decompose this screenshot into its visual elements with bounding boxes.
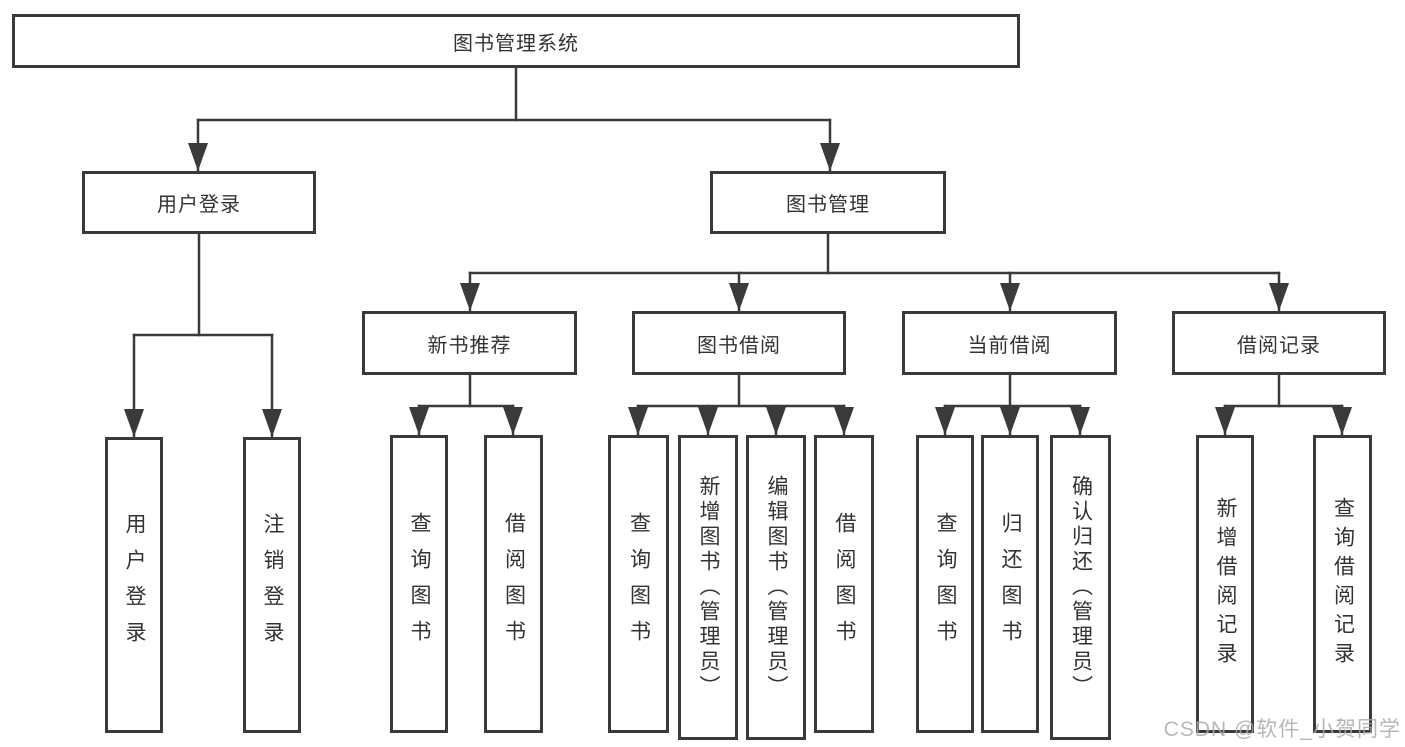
leaf-cb-confirm-return-admin: 确认归还（管理员） — [1050, 435, 1111, 740]
node-current-borrow: 当前借阅 — [902, 311, 1117, 375]
leaf-cb-query-books: 查询图书 — [916, 435, 974, 733]
leaf-logout: 注销登录 — [243, 437, 301, 733]
leaf-user-login: 用户登录 — [105, 437, 163, 733]
leaf-bb-add-books-admin: 新增图书（管理员） — [678, 435, 738, 740]
node-user-login-group: 用户登录 — [82, 171, 316, 234]
node-root: 图书管理系统 — [12, 14, 1020, 68]
node-borrow-records: 借阅记录 — [1172, 311, 1386, 375]
leaf-br-add-record: 新增借阅记录 — [1196, 435, 1254, 733]
leaf-nbr-borrow-books: 借阅图书 — [484, 435, 543, 733]
leaf-bb-query-books: 查询图书 — [608, 435, 669, 733]
node-book-management: 图书管理 — [710, 171, 946, 234]
leaf-cb-return-books: 归还图书 — [981, 435, 1039, 733]
leaf-bb-borrow-books: 借阅图书 — [814, 435, 874, 733]
node-book-borrow: 图书借阅 — [632, 311, 846, 375]
leaf-br-query-record: 查询借阅记录 — [1313, 435, 1372, 733]
node-new-book-recommend: 新书推荐 — [362, 311, 577, 375]
csdn-watermark: CSDN @软件_小贺同学 — [1163, 718, 1401, 741]
leaf-nbr-query-books: 查询图书 — [390, 435, 448, 733]
leaf-bb-edit-books-admin: 编辑图书（管理员） — [746, 435, 806, 740]
